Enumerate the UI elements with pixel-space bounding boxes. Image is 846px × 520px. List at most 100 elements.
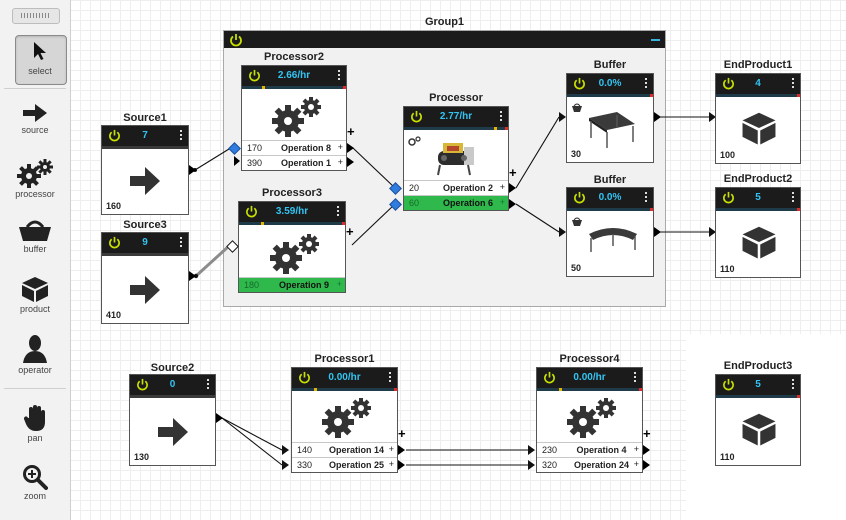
op-count: 320 xyxy=(542,460,558,470)
output-port[interactable] xyxy=(189,271,196,281)
output-port[interactable] xyxy=(398,460,405,470)
node-menu-icon[interactable] xyxy=(792,379,794,391)
node-endproduct3[interactable]: 5 110 xyxy=(715,374,801,466)
node-endproduct2[interactable]: 5 110 xyxy=(715,187,801,278)
node-menu-icon[interactable] xyxy=(792,192,794,204)
op-add-icon[interactable]: + xyxy=(499,197,505,207)
output-port[interactable] xyxy=(216,413,223,423)
output-port[interactable] xyxy=(189,165,196,175)
node-endproduct1[interactable]: 4 100 xyxy=(715,73,801,164)
op-add-icon[interactable]: + xyxy=(633,459,639,469)
op-label[interactable]: Operation 4 xyxy=(576,445,627,455)
toolbar-drag-handle[interactable] xyxy=(12,8,60,24)
tool-source[interactable]: source xyxy=(0,100,70,158)
wire-processor3-processor xyxy=(351,203,396,246)
output-port[interactable] xyxy=(347,143,354,153)
power-icon[interactable] xyxy=(298,371,311,384)
tool-select-content[interactable]: select xyxy=(15,38,65,79)
node-menu-icon[interactable] xyxy=(207,379,209,391)
power-icon[interactable] xyxy=(108,129,121,142)
add-output-icon[interactable]: + xyxy=(347,124,355,139)
power-icon[interactable] xyxy=(722,191,735,204)
op-add-icon[interactable]: + xyxy=(388,459,394,469)
input-port[interactable] xyxy=(234,156,240,166)
op-add-icon[interactable]: + xyxy=(633,444,639,454)
op-add-icon[interactable]: + xyxy=(336,279,342,289)
op-count: 180 xyxy=(244,280,260,290)
tool-processor[interactable]: processor xyxy=(0,156,70,214)
tool-label: product xyxy=(19,304,51,314)
node-menu-icon[interactable] xyxy=(389,372,391,384)
power-icon[interactable] xyxy=(229,33,243,47)
op-label[interactable]: Operation 8 xyxy=(280,143,331,153)
node-menu-icon[interactable] xyxy=(645,78,647,90)
output-port[interactable] xyxy=(643,460,650,470)
power-icon[interactable] xyxy=(573,77,586,90)
op-label[interactable]: Operation 24 xyxy=(573,460,629,470)
power-icon[interactable] xyxy=(248,69,261,82)
group-collapse-button[interactable] xyxy=(651,39,660,41)
op-label[interactable]: Operation 9 xyxy=(278,280,329,290)
node-menu-icon[interactable] xyxy=(634,372,636,384)
node-menu-icon[interactable] xyxy=(645,192,647,204)
tool-pan[interactable]: pan xyxy=(0,402,70,460)
add-output-icon[interactable]: + xyxy=(509,165,517,180)
output-port[interactable] xyxy=(509,183,516,193)
add-output-icon[interactable]: + xyxy=(398,426,406,441)
node-buffer2[interactable]: 0.0% 50 xyxy=(566,187,654,277)
add-output-icon[interactable]: + xyxy=(346,224,354,239)
node-menu-icon[interactable] xyxy=(180,237,182,249)
output-port[interactable] xyxy=(398,445,405,455)
power-icon[interactable] xyxy=(108,236,121,249)
power-icon[interactable] xyxy=(543,371,556,384)
output-port[interactable] xyxy=(643,445,650,455)
op-label[interactable]: Operation 1 xyxy=(280,158,331,168)
output-port[interactable] xyxy=(509,199,516,209)
power-icon[interactable] xyxy=(722,77,735,90)
tool-product[interactable]: product xyxy=(0,273,70,331)
output-port[interactable] xyxy=(654,112,661,122)
op-label[interactable]: Operation 6 xyxy=(442,198,493,208)
op-label[interactable]: Operation 25 xyxy=(328,460,384,470)
node-count: 110 xyxy=(720,452,735,462)
node-value: 0.0% xyxy=(598,192,622,203)
tool-zoom[interactable]: zoom xyxy=(0,462,70,520)
node-source2[interactable]: 0 130 xyxy=(129,374,216,466)
node-menu-icon[interactable] xyxy=(792,78,794,90)
op-add-icon[interactable]: + xyxy=(499,182,505,192)
op-add-icon[interactable]: + xyxy=(337,157,343,167)
node-title: Processor2 xyxy=(264,51,324,63)
tool-label: source xyxy=(21,125,49,135)
add-output-icon[interactable]: + xyxy=(643,426,651,441)
output-port[interactable] xyxy=(347,157,354,167)
wire-processor-buffer2 xyxy=(515,203,560,233)
tool-operator[interactable]: operator xyxy=(0,332,70,390)
op-count: 230 xyxy=(542,445,558,455)
node-menu-icon[interactable] xyxy=(337,206,339,218)
node-menu-icon[interactable] xyxy=(338,70,340,82)
op-add-icon[interactable]: + xyxy=(388,444,394,454)
power-icon[interactable] xyxy=(573,191,586,204)
node-buffer1[interactable]: 0.0% 30 xyxy=(566,73,654,163)
power-icon[interactable] xyxy=(410,110,423,123)
op-label[interactable]: Operation 2 xyxy=(442,183,493,193)
op-add-icon[interactable]: + xyxy=(337,142,343,152)
curved-conveyor-image xyxy=(589,228,637,252)
op-label[interactable]: Operation 14 xyxy=(328,445,384,455)
tool-buffer[interactable]: buffer xyxy=(0,215,70,273)
node-menu-icon[interactable] xyxy=(500,111,502,123)
node-title: EndProduct2 xyxy=(723,173,793,185)
node-source1[interactable]: 7 160 xyxy=(101,125,189,215)
cursor-icon xyxy=(34,42,46,60)
power-icon[interactable] xyxy=(136,378,149,391)
power-icon[interactable] xyxy=(245,205,258,218)
node-source3[interactable]: 9 410 xyxy=(101,232,189,324)
output-port[interactable] xyxy=(654,227,661,237)
power-icon[interactable] xyxy=(722,378,735,391)
node-menu-icon[interactable] xyxy=(180,130,182,142)
